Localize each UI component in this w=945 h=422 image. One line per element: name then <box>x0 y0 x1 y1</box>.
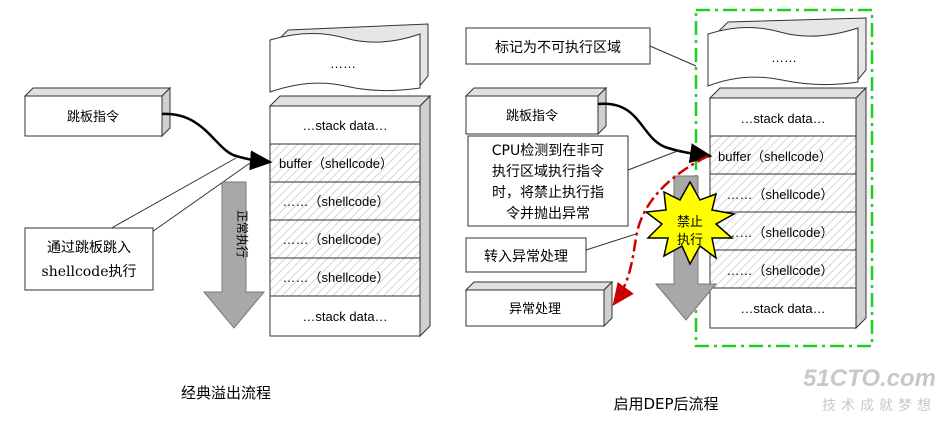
left-stack-row <box>269 105 421 145</box>
forbid-exec-burst: 禁止 执行 <box>644 180 737 266</box>
right-jump-box-text: 跳板指令 <box>506 109 558 124</box>
exception-transfer-text: 转入异常处理 <box>484 249 568 265</box>
right-stack: …stack data… buffer（shellcode） ……（shellc… <box>709 97 857 329</box>
burst-line1: 禁止 <box>677 215 703 230</box>
right-stack-row <box>709 249 857 289</box>
dep-mark-pointer <box>649 45 697 67</box>
right-stack-row <box>709 287 857 329</box>
left-jump-box: 跳板指令 <box>23 86 172 138</box>
left-normal-exec-label: 正常执行 <box>235 210 249 258</box>
left-normal-exec-arrow: 正常执行 <box>202 181 266 329</box>
left-stack-label: ……（shellcode） <box>283 194 390 209</box>
left-stack-label: …stack data… <box>302 309 387 324</box>
exception-handler-text: 异常处理 <box>509 302 561 317</box>
left-callout-pointer <box>151 162 251 233</box>
exception-handler-box: 异常处理 <box>464 280 614 328</box>
exception-transfer-box: 转入异常处理 <box>465 237 587 273</box>
left-callout-line2: shellcode执行 <box>42 264 137 280</box>
left-stack: …stack data… buffer（shellcode） ……（shellc… <box>269 105 421 337</box>
right-stack-row <box>709 173 857 213</box>
exception-pointer <box>585 233 637 251</box>
left-stack-label: ……（shellcode） <box>283 270 390 285</box>
left-callout-line1: 通过跳板跳入 <box>47 240 131 256</box>
left-diagram: …… …stack data… buffer（shellcode） ……（she… <box>23 23 432 402</box>
cpu-detect-line: 时，将禁止执行指 <box>492 185 604 201</box>
left-top-block-text: …… <box>330 56 356 71</box>
left-jump-arrow <box>161 112 273 171</box>
cpu-detect-line: CPU检测到在非可 <box>492 143 604 159</box>
right-stack-row <box>709 135 857 175</box>
right-top-block-text: …… <box>771 50 797 65</box>
right-top-block: …… <box>707 17 867 87</box>
left-stack-row <box>269 219 421 259</box>
cpu-detect-pointer <box>627 149 681 171</box>
right-jump-box: 跳板指令 <box>464 86 608 136</box>
right-stack-label: ……（shellcode） <box>727 187 834 202</box>
right-stack-row <box>709 211 857 251</box>
cpu-detect-line: 执行区域执行指令 <box>492 164 604 180</box>
left-jump-box-text: 跳板指令 <box>67 110 119 125</box>
right-stack-label: buffer（shellcode） <box>718 149 832 164</box>
right-jump-arrow <box>597 102 713 164</box>
left-stack-label: buffer（shellcode） <box>279 156 393 171</box>
watermark-line1: 51CTO.com <box>803 365 936 392</box>
right-stack-label: ……（shellcode） <box>727 263 834 278</box>
cpu-detect-line: 令并抛出异常 <box>506 206 590 222</box>
exception-arrow <box>612 154 709 307</box>
right-stack-label: …stack data… <box>740 301 825 316</box>
dep-mark-label: 标记为不可执行区域 <box>465 27 651 65</box>
left-stack-label: ……（shellcode） <box>283 232 390 247</box>
dep-mark-label-text: 标记为不可执行区域 <box>495 40 621 56</box>
right-caption: 启用DEP后流程 <box>613 395 718 413</box>
watermark-line2: 技术成就梦想 <box>822 398 936 414</box>
burst-line2: 执行 <box>677 233 703 248</box>
right-stack-row <box>709 97 857 137</box>
cpu-detect-callout: CPU检测到在非可 执行区域执行指令 时，将禁止执行指 令并抛出异常 <box>467 135 629 227</box>
left-stack-label: …stack data… <box>302 118 387 133</box>
right-stack-label: ……（shellcode） <box>727 225 834 240</box>
left-stack-row <box>269 143 421 183</box>
left-stack-row <box>269 181 421 221</box>
left-top-block: …… <box>269 23 429 93</box>
left-stack-row <box>269 295 421 337</box>
left-callout: 通过跳板跳入 shellcode执行 <box>24 227 154 291</box>
right-diagram: …… 标记为不可执行区域 …stack data… buffer（shellco… <box>464 8 874 413</box>
left-callout-pointer <box>107 157 237 231</box>
right-stack-label: …stack data… <box>740 111 825 126</box>
left-caption: 经典溢出流程 <box>181 384 271 402</box>
watermark-logo: 51CTO.com 技术成就梦想 <box>803 365 936 414</box>
